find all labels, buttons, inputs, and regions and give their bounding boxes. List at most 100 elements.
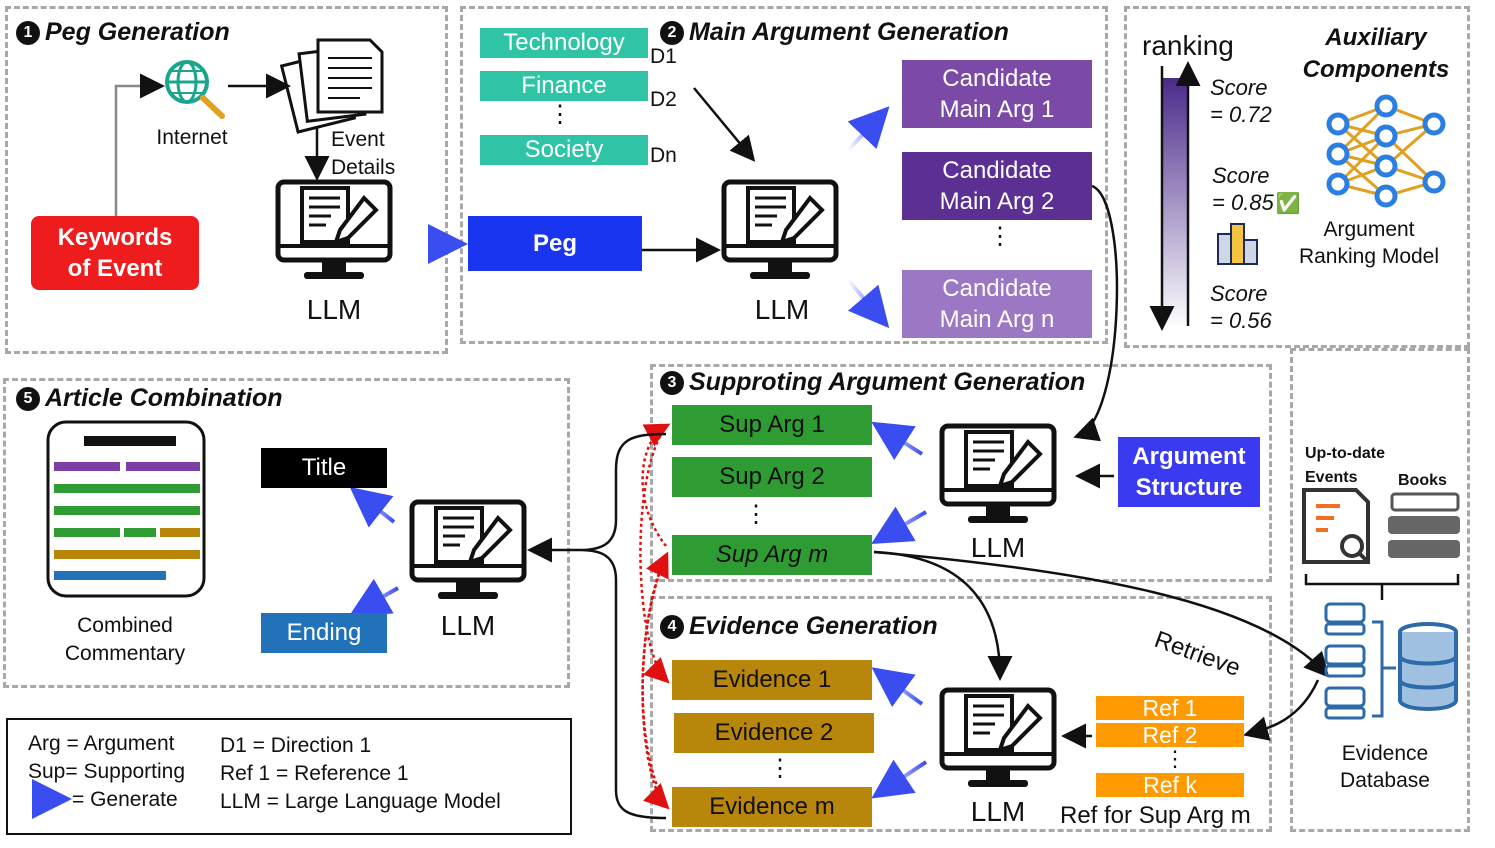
section-3-number: 3	[660, 370, 684, 395]
sup-arg-m-box: Sup Arg m	[672, 535, 872, 575]
section-1-title: Peg Generation	[45, 18, 230, 46]
arrow-retrieve	[873, 550, 1330, 678]
section-5-title: Article Combination	[45, 384, 283, 412]
legend-llm: LLM = Large Language Model	[220, 790, 501, 813]
ranking-label: ranking	[1142, 30, 1234, 61]
auxiliary-title-line1: Auxiliary	[1325, 24, 1427, 51]
direction-tag-dn: Dn	[650, 144, 677, 167]
score-2-line1: Score	[1212, 163, 1270, 188]
section-peg-generation-border	[5, 6, 448, 354]
legend-ref: Ref 1 = Reference 1	[220, 762, 409, 785]
podium-icon	[1217, 223, 1258, 265]
section-1-number: 1	[16, 20, 40, 45]
section-evidence-db-border	[1290, 348, 1470, 832]
refs-ellipsis: ⋮	[1164, 746, 1186, 771]
up-to-date-events-label: Up-to-date Events	[1305, 442, 1385, 490]
peg-box: Peg	[468, 216, 642, 271]
score-3: Score = 0.56	[1210, 280, 1272, 334]
score-2-line2: = 0.85	[1212, 190, 1274, 215]
llm-label-main-arg: LLM	[754, 294, 810, 325]
title-box: Title	[261, 448, 387, 488]
books-label: Books	[1398, 472, 1447, 489]
arrow-db-to-refs	[1243, 679, 1320, 741]
legend-box	[6, 718, 572, 835]
up-to-date-events-icon	[1302, 488, 1370, 564]
bracket-to-article	[579, 432, 667, 820]
evidence-m-box: Evidence m	[672, 787, 872, 827]
generate-arrow-ending	[349, 578, 399, 616]
section-5-number: 5	[16, 386, 40, 411]
score-1-line1: Score	[1210, 75, 1268, 100]
event-details-label: Event Details	[331, 126, 395, 182]
section-article-combination-border	[3, 378, 570, 688]
auxiliary-title-line2: Components	[1302, 56, 1450, 83]
argument-ranking-model-label: Argument Ranking Model	[1286, 216, 1452, 270]
candidate-main-arg-n-line2: Main Arg n	[939, 306, 1055, 333]
argument-structure-line2: Structure	[1135, 474, 1243, 501]
globe-icon	[165, 60, 225, 119]
direction-finance-box: Finance	[480, 71, 648, 101]
argument-structure-line1: Argument	[1132, 443, 1246, 470]
llm-icon-sup-arg	[942, 426, 1054, 523]
arrow-directions-to-llm	[693, 87, 756, 162]
candidate-main-arg-1-line2: Main Arg 1	[939, 96, 1055, 123]
combined-commentary-icon	[46, 420, 206, 598]
legend-d1: D1 = Direction 1	[220, 734, 372, 757]
direction-tag-d2: D2	[650, 88, 677, 111]
llm-icon-main-arg	[724, 182, 836, 279]
keywords-line2: of Event	[67, 255, 163, 282]
candidate-main-arg-n: Candidate Main Arg n	[902, 270, 1092, 338]
llm-icon-peg	[278, 182, 390, 279]
evidence-1-box: Evidence 1	[672, 660, 872, 700]
candidate-main-arg-2-line2: Main Arg 2	[939, 188, 1055, 215]
ref-caption: Ref for Sup Arg m	[1060, 802, 1251, 829]
section-5-header: 5 Article Combination	[16, 384, 283, 413]
arrow-main-arg-to-sup-llm	[1073, 184, 1119, 442]
evidence-database-label: Evidence Database	[1310, 740, 1460, 794]
generate-arrow-main-arg-n	[846, 278, 890, 329]
ranking-model-line1: Argument	[1323, 218, 1415, 241]
internet-label: Internet	[156, 126, 228, 149]
combined-commentary-label: Combined Commentary	[40, 612, 210, 668]
section-2-header: 2 Main Argument Generation	[660, 18, 1009, 47]
legend-sup: Sup= Supporting	[28, 760, 186, 783]
llm-label-peg: LLM	[306, 294, 362, 325]
generate-arrow-title	[349, 487, 396, 528]
section-evidence-generation-border	[650, 596, 1272, 832]
books-icon	[1388, 492, 1460, 558]
sup-arg-1-box: Sup Arg 1	[672, 405, 872, 445]
direction-technology-box: Technology	[480, 28, 648, 58]
evidence-ellipsis: ⋮	[768, 755, 792, 782]
red-link-evidence-1	[639, 425, 670, 684]
server-lines-icon	[1324, 620, 1396, 720]
score-2-line2-row: = 0.85✅	[1212, 189, 1301, 218]
candidate-main-arg-1: Candidate Main Arg 1	[902, 60, 1092, 128]
red-link-evidence-m	[641, 555, 670, 810]
section-2-number: 2	[660, 20, 684, 45]
candidate-main-arg-2-line1: Candidate	[942, 157, 1052, 184]
ending-box: Ending	[261, 613, 387, 653]
servers-icon	[1324, 602, 1366, 708]
keywords-line1: Keywords	[57, 224, 173, 251]
neural-network-nodes	[1326, 94, 1446, 208]
ranking-gradient-bar	[1162, 78, 1188, 328]
score-1: Score = 0.72	[1210, 74, 1272, 128]
llm-label-evidence: LLM	[970, 796, 1026, 827]
generate-arrow-sup-arg-1	[871, 421, 924, 461]
keywords-of-event-box: Keywords of Event	[31, 216, 199, 290]
argument-structure-box: Argument Structure	[1118, 437, 1260, 507]
neural-network-icon	[1336, 104, 1436, 198]
direction-tag-d1: D1	[650, 45, 677, 68]
generate-arrow-evidence-m	[871, 759, 928, 799]
llm-icon-article	[412, 502, 524, 599]
candidate-main-arg-1-line1: Candidate	[942, 65, 1052, 92]
legend-right-column: D1 = Direction 1 Ref 1 = Reference 1 LLM…	[220, 732, 501, 816]
direction-society-box: Society	[480, 135, 648, 165]
score-3-line2: = 0.56	[1210, 308, 1272, 333]
combined-commentary-line2: Commentary	[64, 642, 186, 665]
up-to-date-line1: Up-to-date	[1305, 445, 1385, 462]
evidence-database-line1: Evidence	[1341, 742, 1429, 765]
evidence-database-line2: Database	[1340, 769, 1430, 792]
score-2: Score = 0.85✅	[1212, 162, 1301, 218]
section-4-number: 4	[660, 614, 684, 639]
